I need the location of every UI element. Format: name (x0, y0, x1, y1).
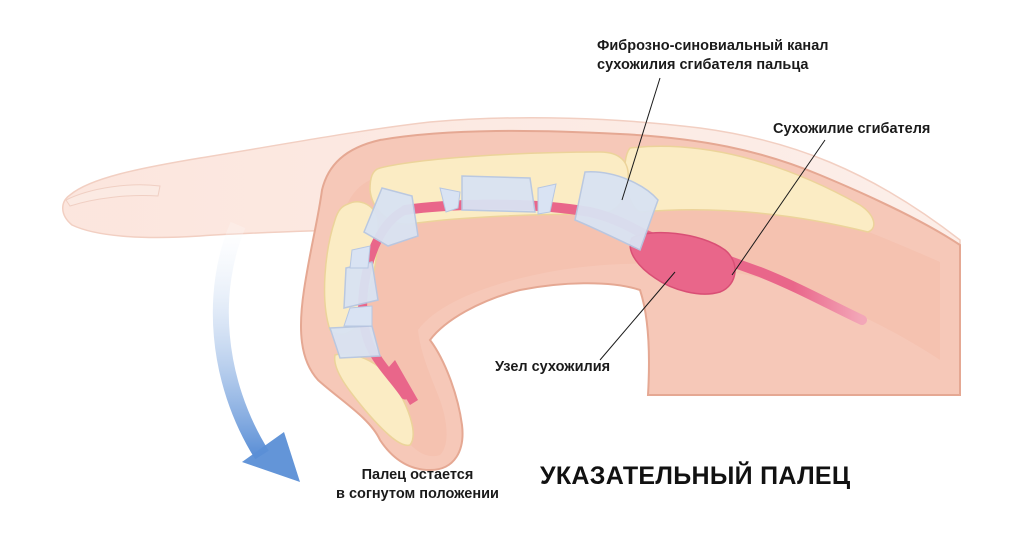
sheath-pulley-4 (343, 261, 379, 309)
tendon-tip (388, 360, 418, 405)
diagram-title: УКАЗАТЕЛЬНЫЙ ПАЛЕЦ (540, 462, 851, 490)
ghost-nail (65, 184, 161, 207)
label-bent-position: Палец остается в согнутом положении (336, 466, 499, 504)
label-bent-position-line-1: Палец остается (361, 467, 474, 483)
cruciate-ligament-3 (349, 245, 371, 269)
sheath-pulley-2 (461, 175, 536, 213)
cruciate-ligament-4 (343, 305, 373, 327)
flexion-arrow (212, 221, 269, 460)
callout-line-nodule (599, 271, 676, 361)
label-flexor-sheath: Фиброзно-синовиальный канал сухожилия сг… (597, 37, 828, 75)
sheath-pulley-3 (363, 187, 419, 247)
label-flexor-sheath-line-2: сухожилия сгибателя пальца (597, 57, 809, 73)
sheath-pulley-5 (328, 325, 381, 359)
tendon-nodule (629, 231, 736, 295)
label-bent-position-line-2: в согнутом положении (336, 486, 499, 502)
callout-line-tendon (731, 139, 826, 276)
label-flexor-sheath-line-1: Фиброзно-синовиальный канал (597, 38, 829, 54)
sheath-pulley-1 (574, 171, 659, 252)
cruciate-ligament-1 (439, 187, 461, 213)
callout-line-canal (621, 77, 661, 201)
cruciate-ligament-2 (537, 183, 557, 215)
label-flexor-tendon: Сухожилие сгибателя (773, 121, 931, 137)
inner-flesh (333, 168, 940, 457)
flexion-arrowhead (242, 432, 300, 482)
label-tendon-nodule: Узел сухожилия (495, 359, 611, 375)
